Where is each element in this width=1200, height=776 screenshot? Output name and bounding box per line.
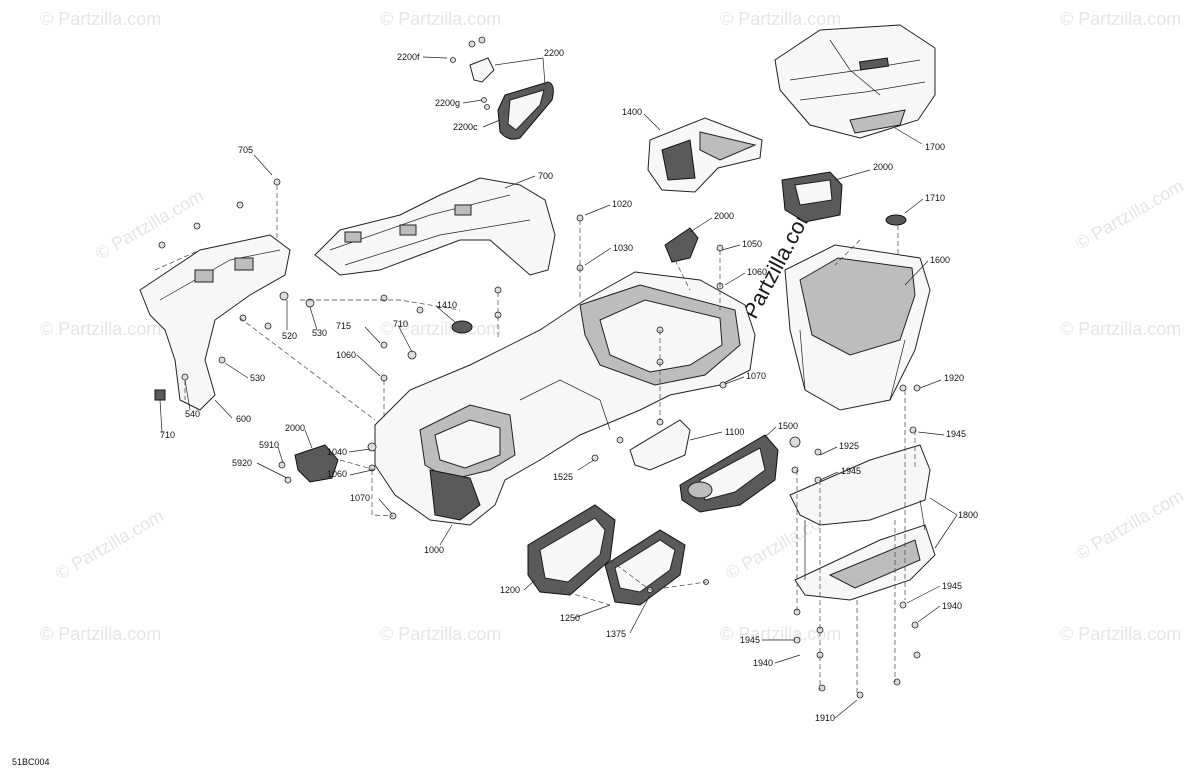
watermark-text: © Partzilla.com (52, 505, 167, 583)
part-label[interactable]: 2200f (397, 52, 420, 62)
part-1710-grommet (885, 214, 907, 226)
part-labels: 2200f 2200 2200g 2200c 1400 1700 705 700… (160, 48, 978, 723)
part-label[interactable]: 1945 (946, 429, 966, 439)
watermark-text: © Partzilla.com (40, 9, 161, 29)
watermark-text: © Partzilla.com (1060, 9, 1181, 29)
part-label[interactable]: 5920 (232, 458, 252, 468)
part-label[interactable]: 1250 (560, 613, 580, 623)
part-1400-cover (647, 117, 763, 193)
part-label[interactable]: 1040 (327, 447, 347, 457)
part-label[interactable]: 1800 (958, 510, 978, 520)
part-label[interactable]: 2200 (544, 48, 564, 58)
diagram-code: 51BC004 (12, 757, 50, 767)
part-label[interactable]: 530 (250, 373, 265, 383)
watermark-text: © Partzilla.com (92, 185, 207, 263)
part-label[interactable]: 1710 (925, 193, 945, 203)
part-label[interactable]: 1940 (942, 601, 962, 611)
part-label[interactable]: 1070 (350, 493, 370, 503)
part-label[interactable]: 600 (236, 414, 251, 424)
part-2200-mirror (450, 36, 554, 140)
part-1700-lid (774, 24, 936, 139)
part-1800-step (789, 444, 936, 601)
part-label[interactable]: 1410 (437, 300, 457, 310)
part-700-frame (314, 177, 556, 276)
part-label[interactable]: 1060 (327, 469, 347, 479)
part-label[interactable]: 530 (312, 328, 327, 338)
part-label[interactable]: 1060 (336, 350, 356, 360)
part-label[interactable]: 700 (538, 171, 553, 181)
part-1100-bracket (629, 419, 691, 471)
part-1250-door (604, 529, 686, 606)
part-label[interactable]: 1060 (747, 267, 767, 277)
part-1500-panel (679, 434, 779, 513)
part-600-bracket (139, 234, 291, 411)
part-label[interactable]: 540 (185, 409, 200, 419)
part-label[interactable]: 1945 (841, 466, 861, 476)
watermark-text: © Partzilla.com (1060, 624, 1181, 644)
part-label[interactable]: 2200c (453, 122, 478, 132)
part-label[interactable]: 1910 (815, 713, 835, 723)
part-label[interactable]: 705 (238, 145, 253, 155)
part-label[interactable]: 1925 (839, 441, 859, 451)
part-label[interactable]: 1070 (746, 371, 766, 381)
part-1600-bin (784, 244, 931, 411)
part-label[interactable]: 1700 (925, 142, 945, 152)
watermark-text: © Partzilla.com (380, 624, 501, 644)
part-label[interactable]: 1920 (944, 373, 964, 383)
part-label[interactable]: 1375 (606, 629, 626, 639)
watermark-text: © Partzilla.com (720, 624, 841, 644)
part-label[interactable]: 2000 (285, 423, 305, 433)
watermark-text: © Partzilla.com (1072, 175, 1187, 253)
part-label[interactable]: 710 (160, 430, 175, 440)
leader-lines (159, 56, 958, 719)
part-2000-latch-lower (294, 444, 339, 483)
part-label[interactable]: 1030 (613, 243, 633, 253)
part-label[interactable]: 2000 (714, 211, 734, 221)
part-label[interactable]: 1050 (742, 239, 762, 249)
watermark-text: © Partzilla.com (40, 624, 161, 644)
part-2000-clip (664, 227, 699, 263)
watermark-text: © Partzilla.com (40, 319, 161, 339)
part-2000-latch-upper (781, 171, 843, 223)
assembly-lines (154, 185, 916, 695)
part-label[interactable]: 2000 (873, 162, 893, 172)
part-label[interactable]: 5910 (259, 440, 279, 450)
watermark-text: © Partzilla.com (720, 9, 841, 29)
watermark-text: © Partzilla.com (380, 9, 501, 29)
part-label[interactable]: 1500 (778, 421, 798, 431)
part-label[interactable]: 1945 (942, 581, 962, 591)
part-label[interactable]: 1600 (930, 255, 950, 265)
part-label[interactable]: 2200g (435, 98, 460, 108)
part-label[interactable]: 1525 (553, 472, 573, 482)
part-label[interactable]: 520 (282, 331, 297, 341)
part-1200-glovebox (527, 504, 616, 596)
part-label[interactable]: 1100 (725, 427, 744, 437)
watermark-text: © Partzilla.com (1072, 485, 1187, 563)
part-label[interactable]: 1200 (500, 585, 520, 595)
watermark-text: © Partzilla.com (1060, 319, 1181, 339)
part-1410-grommet (451, 320, 473, 334)
part-label[interactable]: 1020 (612, 199, 632, 209)
part-label[interactable]: 715 (336, 321, 351, 331)
part-label[interactable]: 1940 (753, 658, 773, 668)
part-label[interactable]: 710 (393, 319, 408, 329)
part-label[interactable]: 1000 (424, 545, 444, 555)
part-label[interactable]: 1945 (740, 635, 760, 645)
part-label[interactable]: 1400 (622, 107, 642, 117)
